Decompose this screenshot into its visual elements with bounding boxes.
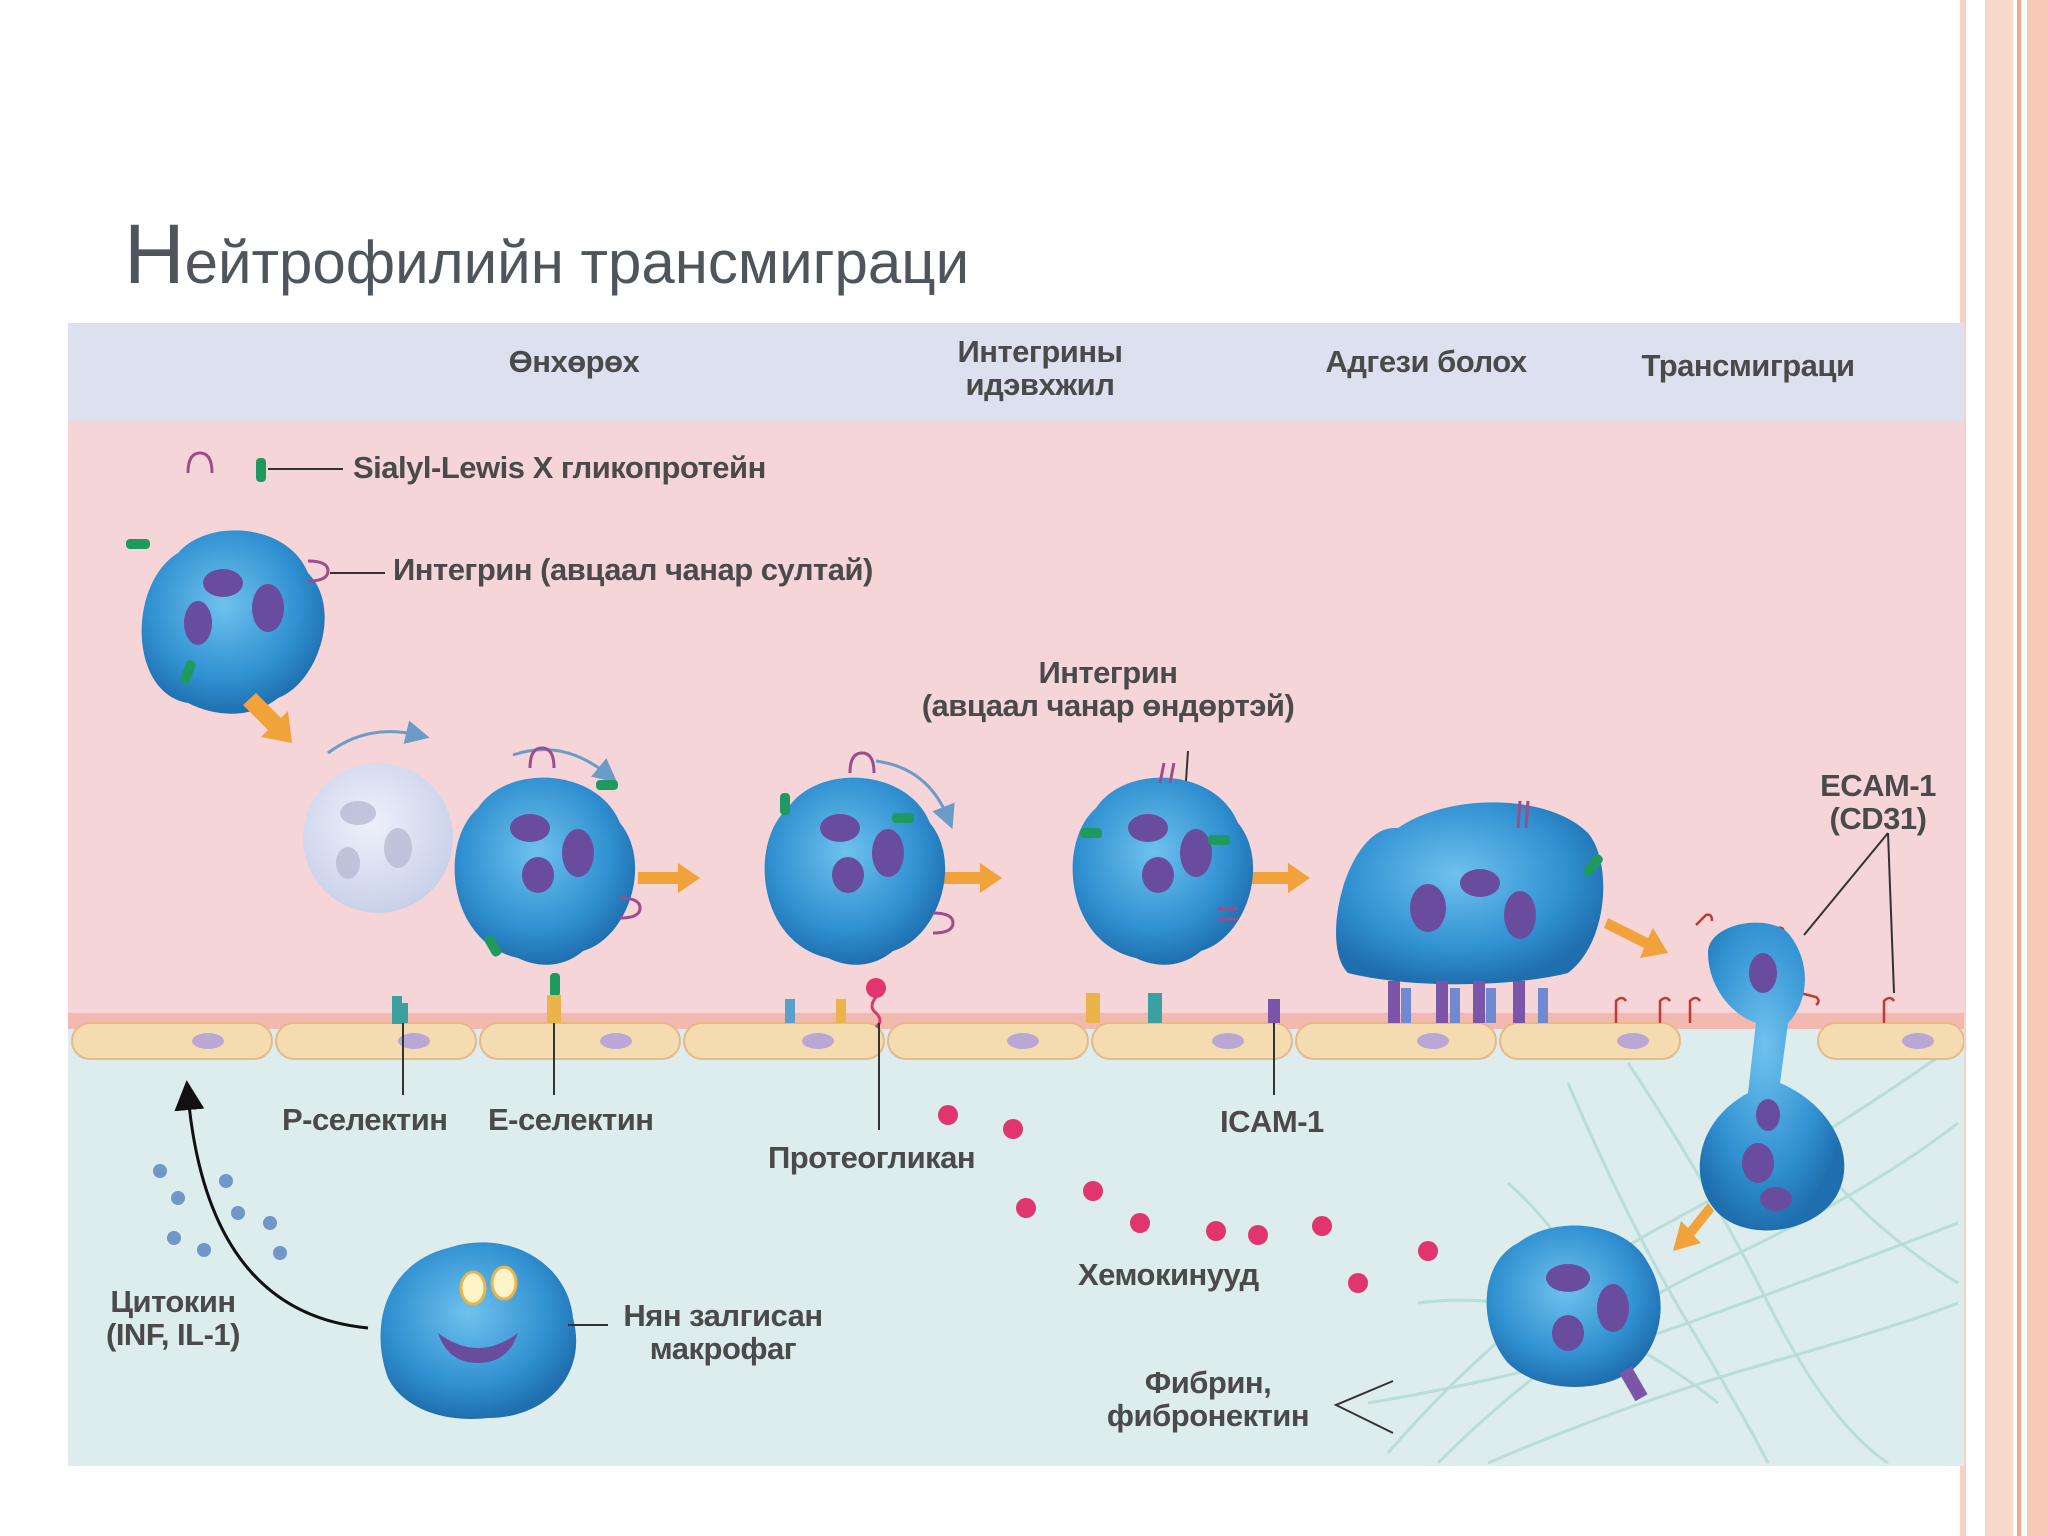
macrophage [380, 1242, 577, 1419]
label-integrin-high: Интегрин(авцаал чанар өндөртэй) [921, 655, 1295, 724]
neutrophil-rolling-2 [764, 751, 955, 965]
label-e-selectin: E-селектин [488, 1102, 654, 1137]
neutrophil-ghost [303, 763, 453, 913]
label-sialyl-lewis: Sialyl-Lewis X гликопротейн [353, 450, 766, 485]
neutrophil-free [126, 451, 330, 714]
diagram-canvas [68, 323, 1964, 1466]
label-integrin-low: Интегрин (авцаал чанар султай) [393, 552, 873, 587]
label-chemokines: Хемокинууд [1078, 1257, 1259, 1292]
neutrophil-rolling-1 [454, 746, 642, 997]
stage-adhesion: Адгези болох [1325, 344, 1527, 379]
neutrophil-migrated [1486, 1225, 1661, 1402]
label-ecam: ECAM-1(CD31) [1820, 768, 1936, 837]
neutrophil-activated [1072, 762, 1254, 965]
cytokines [153, 1164, 287, 1260]
slide-title: Нейтрофилийн трансмиграци [124, 207, 970, 301]
label-proteoglycan: Протеогликан [768, 1140, 976, 1175]
adhesion-molecules [392, 981, 1548, 1024]
cytokine-signal-arrow [174, 1080, 369, 1330]
vessel-lumen [68, 421, 1964, 1021]
neutrophil-transmigrating [1699, 922, 1845, 1231]
integrin-high-leader [1185, 750, 1189, 782]
neutrophil-adhered [1336, 800, 1604, 985]
stage-rolling: Өнхөрөх [508, 344, 640, 379]
right-border-stripe [2027, 0, 2048, 1536]
stage-header-band [68, 323, 1964, 421]
label-cytokine: Цитокин(INF, IL-1) [106, 1284, 241, 1353]
chemokine-bound [866, 978, 886, 998]
right-border-stripe [1985, 0, 2013, 1536]
chemokines-free [938, 1105, 1438, 1293]
stage-transmigration: Трансмиграци [1641, 348, 1855, 383]
ecam-leaders [1803, 832, 1895, 994]
right-border-stripe [2017, 0, 2021, 1536]
orange-step-arrows [243, 693, 1714, 1251]
rotation-arrows [327, 720, 955, 830]
label-fibrin: Фибрин,фибронектин [1106, 1365, 1310, 1434]
callout-lines [402, 1023, 1394, 1434]
endothelium [68, 1013, 1964, 1060]
label-p-selectin: P-селектин [282, 1102, 448, 1137]
label-icam: ICAM-1 [1220, 1104, 1324, 1139]
